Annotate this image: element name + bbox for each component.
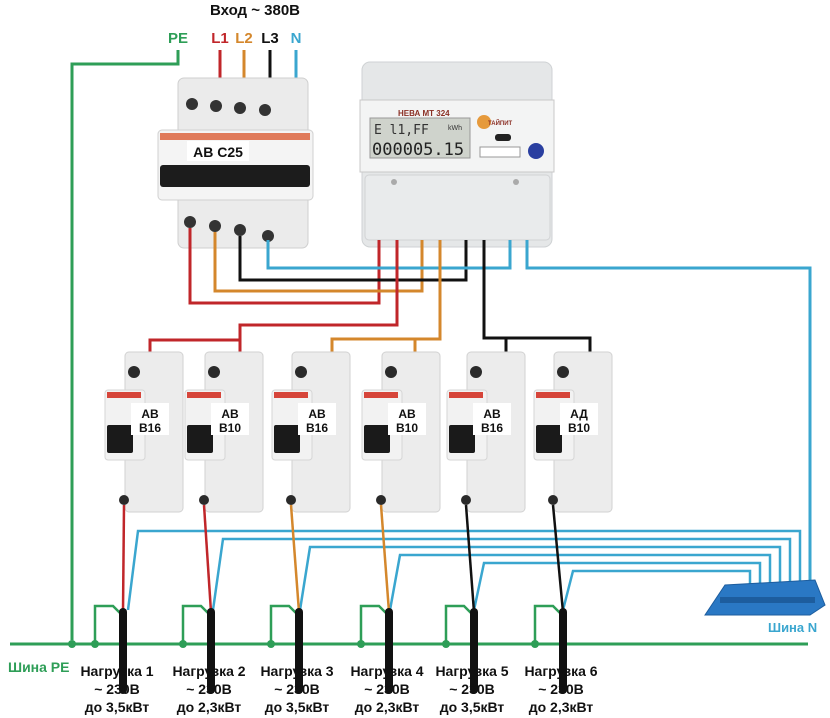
load: [267, 604, 303, 694]
load-voltage: ~ 230В: [274, 681, 320, 697]
breaker-label-top: АВ: [483, 407, 501, 421]
breaker-label-bottom: В10: [219, 421, 241, 435]
breaker-label-bottom: В10: [568, 421, 590, 435]
meter-reading: 000005.15: [372, 140, 464, 160]
breaker-label-bottom: В16: [306, 421, 328, 435]
load: [179, 604, 215, 694]
load-name: Нагрузка 1: [80, 663, 153, 679]
load-power: до 2,3кВт: [177, 699, 242, 715]
load-voltage: ~ 230В: [449, 681, 495, 697]
breaker-label-bottom: В16: [481, 421, 503, 435]
meter-brand: ТАЙПИТ: [488, 119, 513, 127]
input-label-l3: L3: [261, 30, 279, 47]
load-voltage: ~ 230В: [186, 681, 232, 697]
load-voltage: ~ 230В: [538, 681, 584, 697]
neutral-lines: [126, 529, 802, 611]
input-label-n: N: [291, 30, 302, 47]
load-phase-wire: [202, 504, 213, 613]
load-name: Нагрузка 2: [172, 663, 245, 679]
electricity-meter: НЕВА МТ 324 E l1,FF kWh 000005.15 ТАЙПИТ: [359, 61, 555, 248]
load-phase-wire: [551, 504, 565, 613]
breaker-label-top: АВ: [221, 407, 239, 421]
load: [531, 604, 567, 694]
load-name: Нагрузка 5: [435, 663, 508, 679]
load-phase-wire: [121, 504, 126, 613]
n-bus: [704, 579, 826, 616]
load-phase-wire: [379, 504, 391, 613]
load-power: до 3,5кВт: [85, 699, 150, 715]
breaker-label-top: АД: [570, 407, 588, 421]
breaker-label-bottom: В10: [396, 421, 418, 435]
load-power: до 3,5кВт: [440, 699, 505, 715]
breaker-label-top: АВ: [398, 407, 416, 421]
bus-pe-label: Шина PE: [8, 659, 69, 675]
load: [357, 604, 393, 694]
load: [91, 604, 127, 694]
input-label-l1: L1: [211, 30, 229, 47]
pe-wire-input: [70, 50, 180, 640]
breaker-label-top: АВ: [308, 407, 326, 421]
load-name: Нагрузка 3: [260, 663, 333, 679]
diagram-title: Вход ~ 380В: [210, 2, 300, 19]
meter-model: НЕВА МТ 324: [398, 109, 450, 118]
pe-bus: [10, 640, 808, 648]
meter-terminal-wires: [148, 228, 812, 585]
load: [442, 604, 478, 694]
meter-button: [528, 143, 544, 159]
bus-n-label: Шина N: [768, 620, 817, 635]
load-power: до 2,3кВт: [355, 699, 420, 715]
input-label-pe: PE: [168, 30, 188, 47]
load-name: Нагрузка 4: [350, 663, 423, 679]
breaker-label-bottom: В16: [139, 421, 161, 435]
load-name: Нагрузка 6: [524, 663, 597, 679]
load-phase-wire: [289, 504, 301, 613]
input-label-l2: L2: [235, 30, 253, 47]
main-breaker: АВ С25: [157, 77, 314, 249]
load-voltage: ~ 230В: [94, 681, 140, 697]
load-power: до 2,3кВт: [529, 699, 594, 715]
load-phase-wire: [464, 504, 476, 613]
breaker-label-top: АВ: [141, 407, 159, 421]
load-voltage: ~ 230В: [364, 681, 410, 697]
load-power: до 3,5кВт: [265, 699, 330, 715]
meter-display-top: E l1,FF: [374, 123, 429, 138]
main-breaker-label: АВ С25: [193, 144, 243, 160]
meter-unit: kWh: [448, 125, 462, 132]
